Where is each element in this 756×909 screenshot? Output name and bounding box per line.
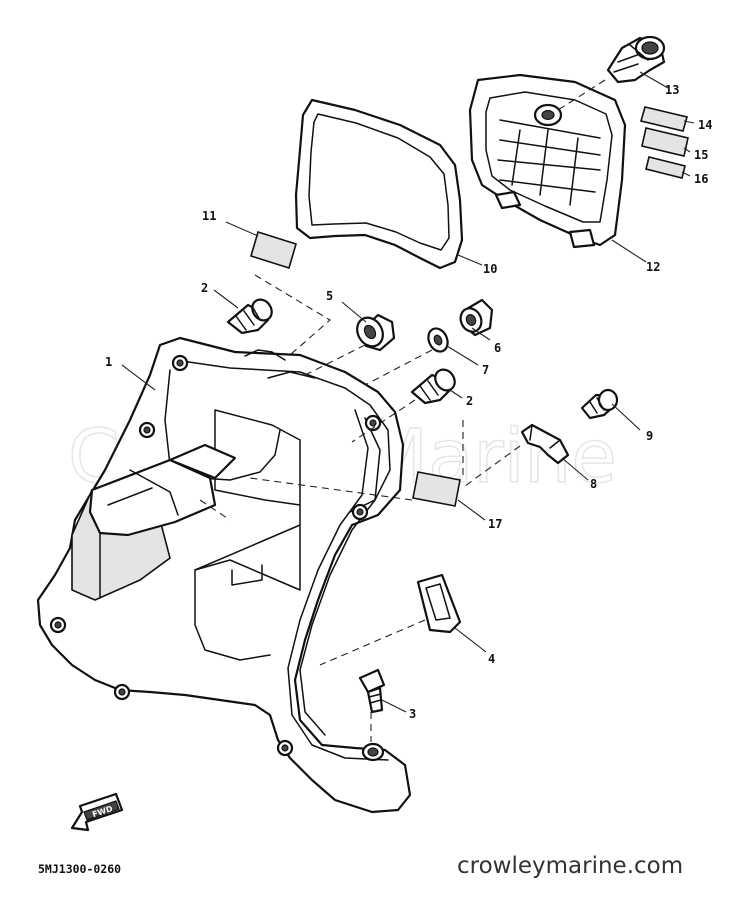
part-7-washer[interactable]: [425, 325, 451, 354]
callout-14: 14: [698, 118, 712, 132]
part-6-grommet[interactable]: [457, 298, 494, 337]
callout-2-lower: 2: [466, 394, 473, 408]
callout-17: 17: [488, 517, 502, 531]
callout-3: 3: [409, 707, 416, 721]
callout-12: 12: [646, 260, 660, 274]
part-1-cover-housing[interactable]: [36, 336, 412, 814]
part-17-plate[interactable]: [412, 471, 461, 507]
site-url: crowleymarine.com: [457, 853, 683, 879]
part-2-screw-upper[interactable]: [226, 296, 276, 335]
drawing-code: 5MJ1300-0260: [38, 862, 121, 876]
part-15-label[interactable]: [641, 127, 689, 157]
leader-lines: [121, 71, 695, 713]
callout-6: 6: [494, 341, 501, 355]
callout-2-upper: 2: [201, 281, 208, 295]
part-16-label[interactable]: [645, 156, 686, 179]
callout-5: 5: [326, 289, 333, 303]
callout-16: 16: [694, 172, 708, 186]
part-14-label[interactable]: [640, 106, 688, 132]
part-11-plate[interactable]: [250, 230, 297, 270]
callout-4: 4: [488, 652, 495, 666]
part-5-collar[interactable]: [352, 313, 396, 352]
callout-13: 13: [665, 83, 679, 97]
callout-8: 8: [590, 477, 597, 491]
callout-11: 11: [202, 209, 216, 223]
callout-10: 10: [483, 262, 497, 276]
callout-9: 9: [646, 429, 653, 443]
callout-7: 7: [482, 363, 489, 377]
part-2-screw-lower[interactable]: [410, 366, 459, 405]
part-3-bolt[interactable]: [358, 668, 386, 714]
assembly-lines: [199, 79, 606, 742]
callout-1: 1: [105, 355, 112, 369]
callouts: 1 2 5 6 7 2 9 8 11 10 12 13 14 15 16 17 …: [105, 83, 712, 721]
callout-15: 15: [694, 148, 708, 162]
part-4-bracket[interactable]: [416, 573, 462, 634]
part-10-gasket[interactable]: [294, 98, 464, 270]
part-12-vent-cover[interactable]: [468, 73, 627, 249]
part-13-grommet[interactable]: [606, 35, 666, 84]
part-8-clip[interactable]: [520, 423, 570, 465]
forward-arrow-icon: FWD: [70, 792, 124, 832]
part-9-screw[interactable]: [580, 388, 619, 420]
